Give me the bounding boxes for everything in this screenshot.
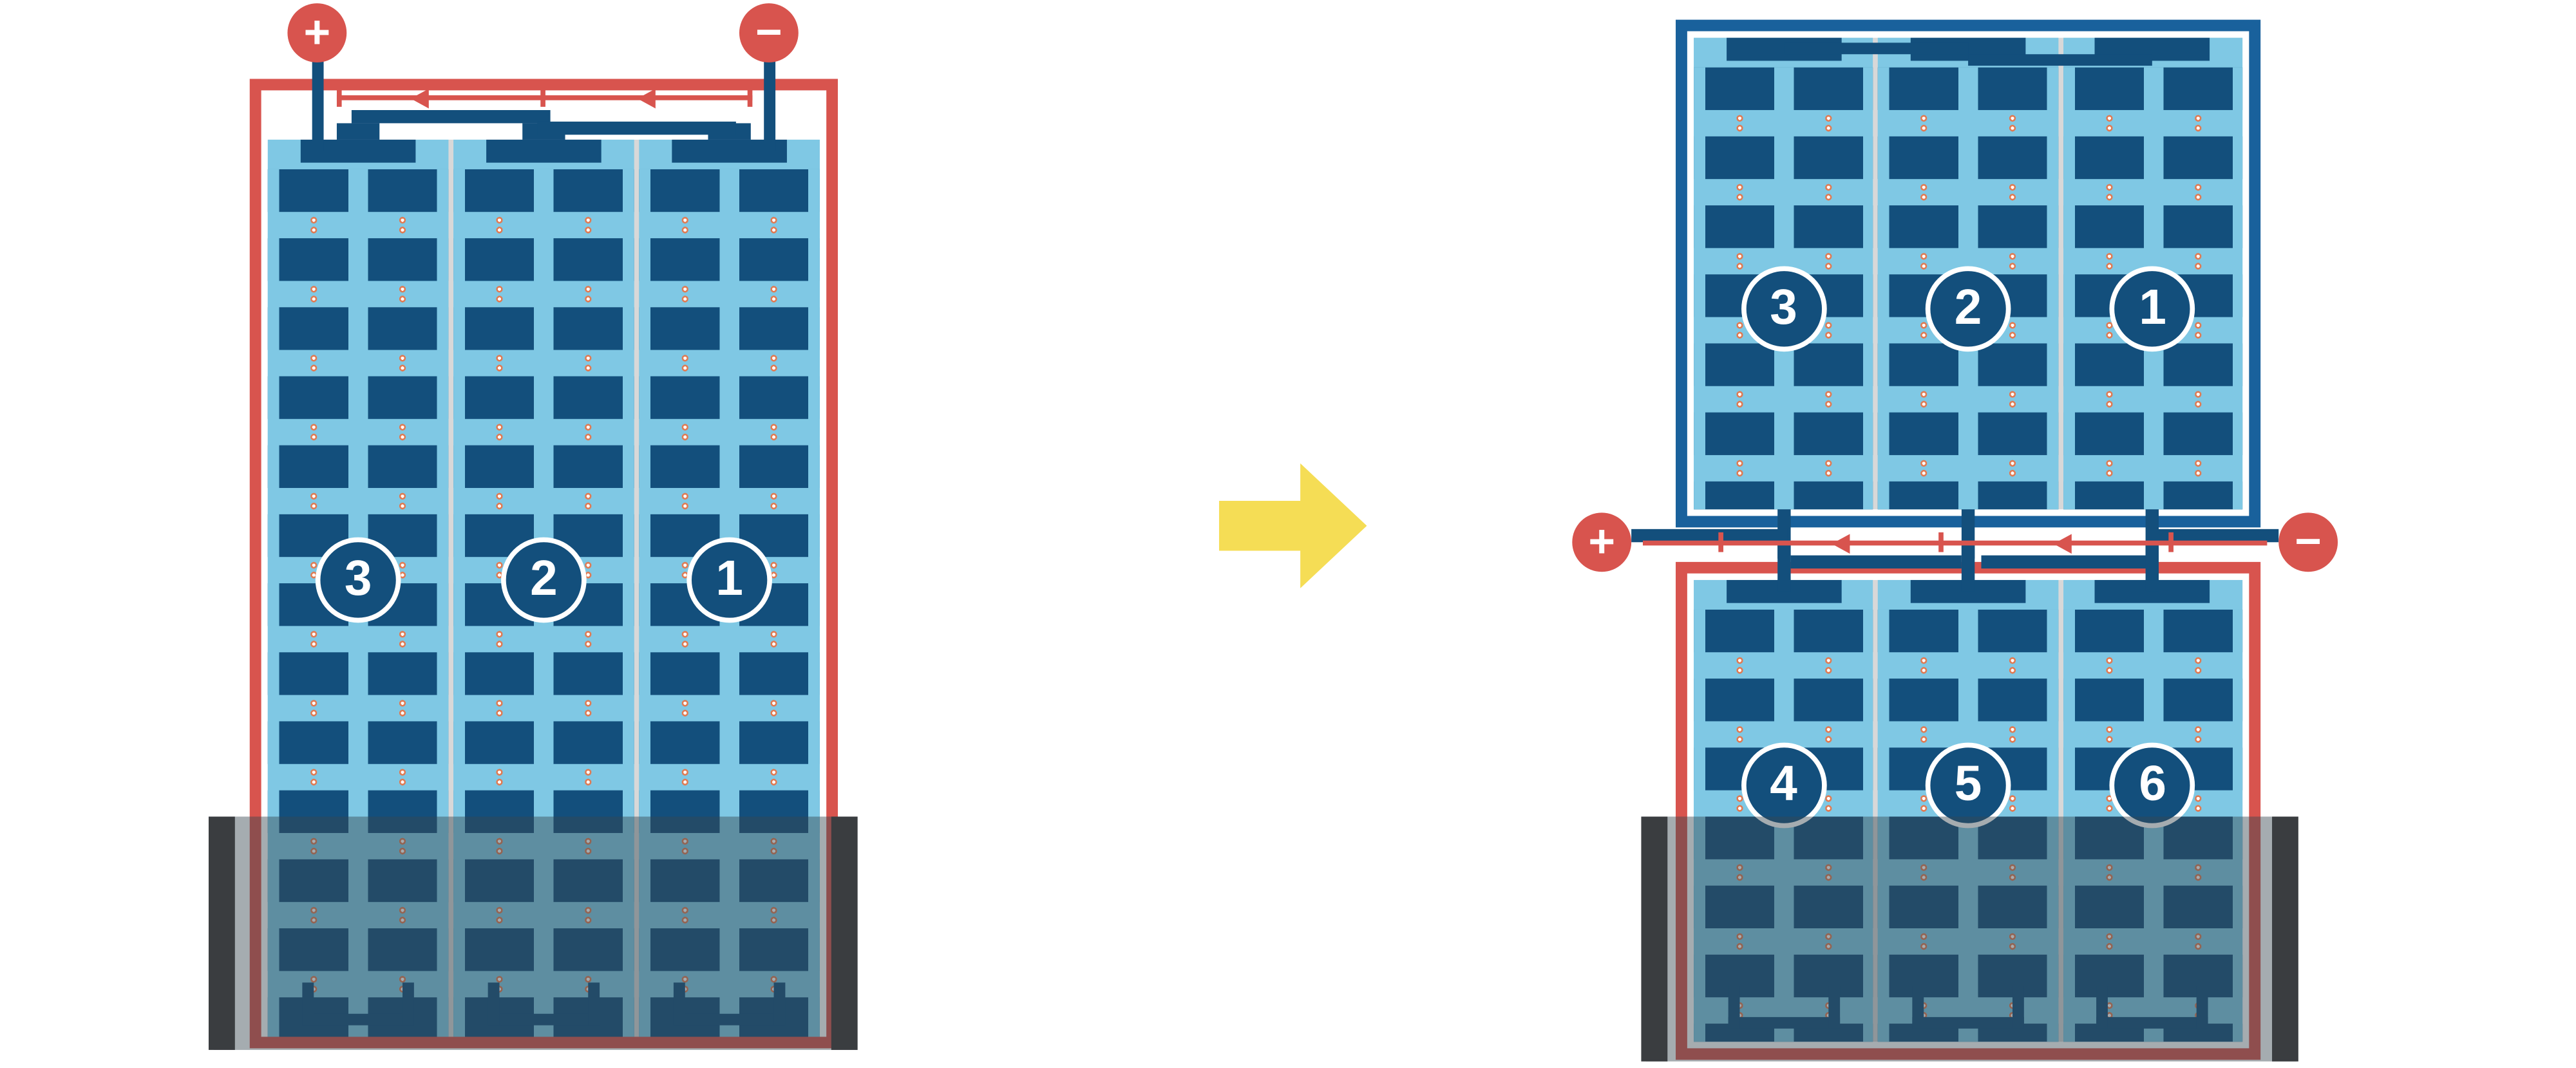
current-flow-wire	[1643, 540, 2268, 546]
string-number-badge: 3	[315, 537, 401, 623]
string-bridge-bar	[351, 110, 551, 124]
water-edge-bar	[208, 816, 235, 1050]
wire-tick	[1718, 532, 1723, 552]
plus-symbol: +	[303, 6, 331, 58]
minus-terminal: −	[2278, 512, 2338, 572]
wire-tick	[1938, 532, 1944, 552]
pv-string-column: 4	[1694, 579, 1873, 1042]
minus-symbol: −	[755, 6, 782, 58]
wire-tick	[540, 87, 545, 107]
pv-string-column: 3	[1694, 37, 1873, 510]
bottom-connector	[302, 982, 414, 1026]
string-bridge-bar	[537, 121, 736, 135]
interconnect-bar	[1631, 529, 1788, 543]
current-direction-arrow-icon	[1832, 534, 1850, 554]
string-bridge-bar	[1968, 54, 2152, 66]
string-bridge-bar	[1784, 42, 1969, 55]
minus-terminal-stem	[764, 49, 776, 151]
string-number-badge: 2	[1925, 266, 2011, 352]
bottom-connector	[488, 982, 600, 1026]
pv-string-column: 1	[639, 139, 820, 1039]
water-overlay	[213, 816, 858, 1050]
wire-tick	[747, 87, 753, 107]
pv-string-column: 3	[267, 139, 449, 1039]
right-top-module-panel: 3 2 1	[1694, 37, 2243, 510]
module-input-stub	[1777, 542, 1791, 592]
module-input-stub	[1961, 542, 1975, 592]
bottom-connector	[1912, 986, 2024, 1029]
transform-arrow-icon	[1218, 463, 1367, 588]
pv-string-column: 6	[2063, 579, 2243, 1042]
plus-terminal: +	[287, 3, 347, 62]
pv-string-column: 1	[2063, 37, 2243, 510]
minus-symbol: −	[2295, 516, 2322, 567]
wire-tick	[2168, 532, 2174, 552]
string-number-badge: 1	[687, 537, 772, 623]
bottom-connector	[673, 982, 786, 1026]
bus-bar	[486, 139, 602, 163]
current-direction-arrow-icon	[410, 88, 429, 109]
plus-terminal-stem	[312, 49, 324, 151]
pv-string-column: 5	[1878, 579, 2058, 1042]
string-number-label: 2	[1954, 281, 1982, 335]
string-number-badge: 6	[2110, 742, 2195, 829]
left-module-panel: 3 2 1	[267, 139, 820, 1039]
water-overlay	[1646, 816, 2297, 1062]
string-number-label: 5	[1954, 757, 1982, 812]
interconnect-bar	[2152, 529, 2279, 543]
string-number-label: 1	[715, 552, 743, 606]
plus-symbol: +	[1588, 516, 1616, 567]
wire-tick	[336, 87, 342, 107]
current-direction-arrow-icon	[2053, 534, 2072, 554]
minus-terminal: −	[739, 3, 799, 62]
water-edge-bar	[831, 816, 858, 1050]
string-number-label: 1	[2139, 281, 2166, 335]
right-bottom-module-panel: 4 5 6	[1694, 579, 2243, 1042]
string-number-label: 4	[1770, 757, 1797, 812]
string-number-label: 3	[344, 552, 372, 606]
water-edge-bar	[2272, 816, 2298, 1062]
string-number-label: 3	[1770, 281, 1797, 335]
string-number-badge: 4	[1741, 742, 1826, 829]
string-number-badge: 2	[501, 537, 587, 623]
interconnect-bar	[1790, 555, 1962, 569]
interconnect-bar	[1981, 555, 2152, 569]
string-number-badge: 5	[1925, 742, 2011, 829]
current-direction-arrow-icon	[637, 88, 656, 109]
pv-string-column: 2	[453, 139, 634, 1039]
string-number-label: 2	[530, 552, 558, 606]
bottom-connector	[2096, 986, 2209, 1029]
module-input-stub	[2145, 542, 2159, 592]
string-number-badge: 3	[1741, 266, 1826, 352]
string-number-label: 6	[2139, 757, 2166, 812]
pv-string-column: 2	[1878, 37, 2058, 510]
plus-terminal: +	[1572, 512, 1632, 572]
string-number-badge: 1	[2110, 266, 2195, 352]
bottom-connector	[1727, 986, 1840, 1029]
water-edge-bar	[1641, 816, 1668, 1062]
